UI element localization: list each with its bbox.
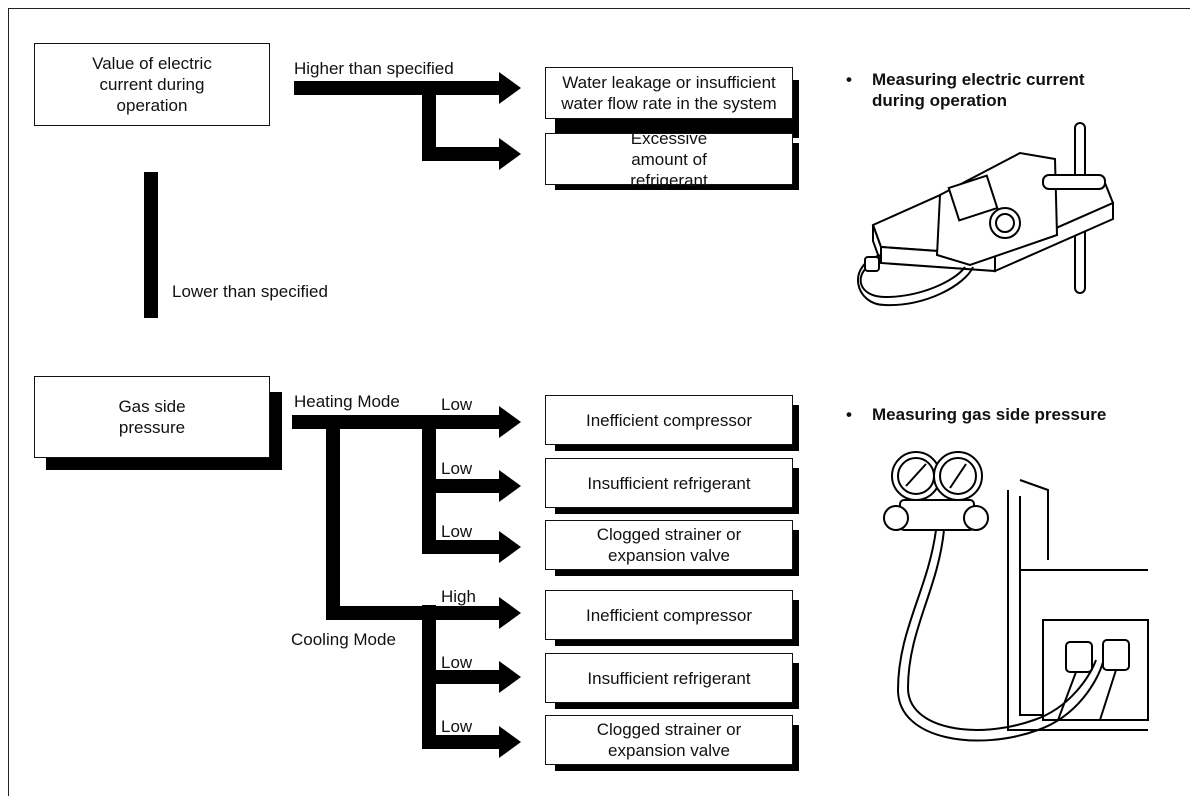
higher-sub-bar	[422, 147, 500, 161]
higher-vertical-bar	[422, 81, 436, 161]
heating-bar	[292, 415, 502, 429]
result-box-excess-refrigerant: Excessive amount of refrigerant	[545, 129, 793, 190]
arrow-head	[499, 661, 521, 693]
arrow-head	[499, 531, 521, 563]
arrow-head	[499, 138, 521, 170]
result-box-water-leakage: Water leakage or insufficient water flow…	[545, 67, 793, 119]
result-box-insufficient-refrigerant: Insufficient refrigerant	[545, 458, 793, 508]
branch-bar	[422, 670, 502, 684]
branch-condition-label: Low	[441, 653, 473, 672]
branch-condition-label: Low	[441, 522, 473, 541]
heating-mode-label: Heating Mode	[294, 392, 400, 411]
pressure-gauge-illustration	[883, 451, 1149, 742]
branch-condition-label: High	[441, 587, 476, 606]
higher-bar	[294, 81, 500, 95]
arrow-head	[499, 597, 521, 629]
bullet-icon: •	[846, 405, 852, 424]
arrow-head	[499, 406, 521, 438]
result-box-inefficient-compressor: Inefficient compressor	[545, 395, 793, 445]
result-box-insufficient-refrigerant: Insufficient refrigerant	[545, 653, 793, 703]
higher-label: Higher than specified	[294, 59, 454, 78]
arrow-head	[499, 726, 521, 758]
gas-side-box: Gas side pressure	[34, 376, 270, 458]
branch-condition-label: Low	[441, 395, 473, 414]
arrow-head	[499, 72, 521, 104]
result-box-clogged-strainer: Clogged strainer or expansion valve	[545, 715, 793, 765]
arrow-head	[499, 470, 521, 502]
branch-bar	[326, 606, 502, 620]
branch-bar	[422, 540, 502, 554]
mode-vertical-bar	[326, 415, 340, 613]
clamp-meter-illustration	[856, 122, 1115, 307]
branch-condition-label: Low	[441, 717, 473, 736]
branch-bar	[422, 479, 502, 493]
result-box-inefficient-compressor: Inefficient compressor	[545, 590, 793, 640]
note-measuring-pressure: Measuring gas side pressure	[872, 405, 1107, 424]
result-box-clogged-strainer: Clogged strainer or expansion valve	[545, 520, 793, 570]
branch-bar	[422, 735, 502, 749]
lower-bar	[144, 172, 158, 318]
branch-condition-label: Low	[441, 459, 473, 478]
lower-label: Lower than specified	[172, 282, 328, 301]
diagram-frame	[8, 8, 1190, 796]
current-box: Value of electric current during operati…	[34, 43, 270, 126]
cooling-mode-label: Cooling Mode	[291, 630, 396, 649]
bullet-icon: •	[846, 70, 852, 89]
note-measuring-current: Measuring electric current during operat…	[872, 70, 1085, 110]
